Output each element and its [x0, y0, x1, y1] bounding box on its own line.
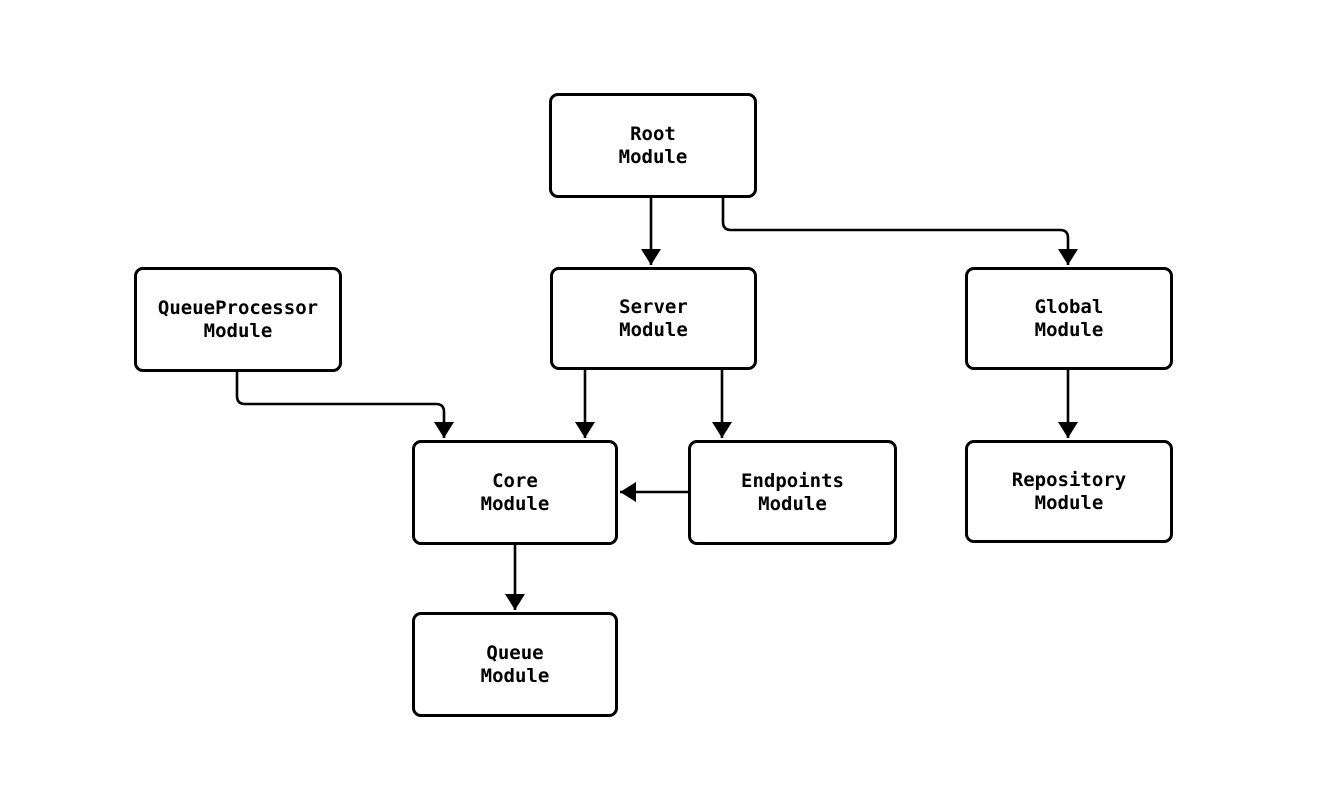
node-label-line1: Server [619, 295, 688, 318]
node-label-line2: Module [758, 492, 827, 515]
node-label-line1: Endpoints [741, 469, 844, 492]
node-label-line1: Queue [486, 641, 544, 664]
node-label-line2: Module [1034, 318, 1104, 341]
node-server-module: Server Module [550, 267, 757, 370]
node-label-line1: Repository [1011, 468, 1127, 491]
node-queue-module: Queue Module [412, 612, 618, 717]
edge-queueprocessor-to-core [235, 372, 454, 438]
node-label-line2: Module [618, 145, 688, 168]
node-label-line1: Root [630, 122, 676, 145]
node-queueprocessor-module: QueueProcessor Module [134, 267, 342, 372]
node-core-module: Core Module [412, 440, 618, 545]
node-label-line2: Module [480, 664, 550, 687]
node-label-line2: Module [1034, 491, 1104, 514]
edge-root-to-global [721, 198, 1078, 265]
node-repository-module: Repository Module [965, 440, 1173, 543]
node-label-line2: Module [203, 319, 273, 342]
node-global-module: Global Module [965, 267, 1173, 370]
node-label-line2: Module [619, 318, 688, 341]
node-label-line2: Module [480, 492, 550, 515]
node-label-line1: Core [492, 469, 538, 492]
node-endpoints-module: Endpoints Module [688, 440, 897, 545]
node-label-line1: QueueProcessor [157, 296, 319, 319]
node-root-module: Root Module [549, 93, 757, 198]
node-label-line1: Global [1034, 295, 1104, 318]
